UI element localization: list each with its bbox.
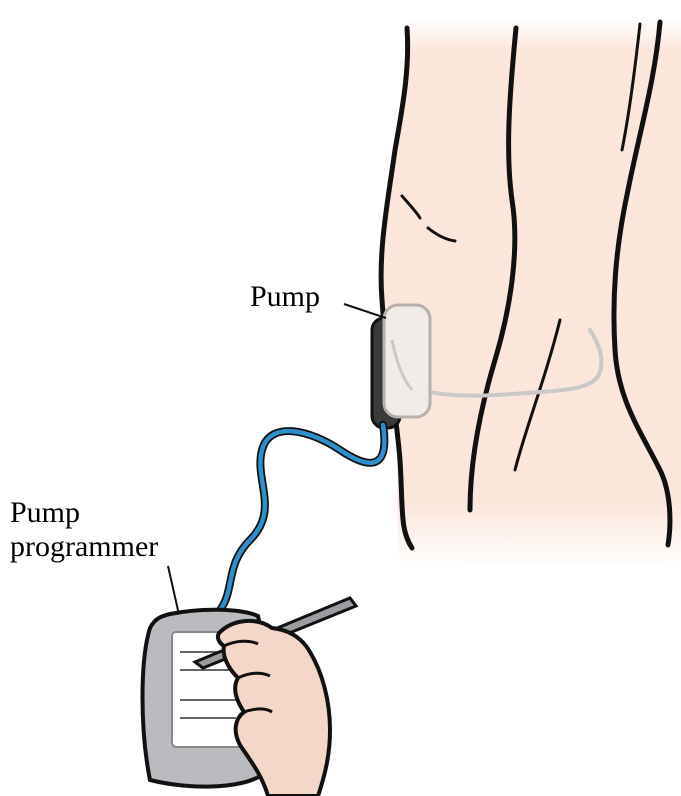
pump-label: Pump <box>250 282 320 312</box>
pump <box>372 305 430 428</box>
telemetry-cable-color <box>220 425 384 610</box>
pump-programmer-label-line1: Pump <box>10 498 80 528</box>
pump-programmer-label-line2: programmer <box>10 532 158 562</box>
telemetry-cable <box>220 425 384 610</box>
pump-housing <box>384 305 430 417</box>
leg <box>381 18 681 568</box>
leg-skin <box>384 18 681 568</box>
pump-label-leader <box>344 304 386 318</box>
